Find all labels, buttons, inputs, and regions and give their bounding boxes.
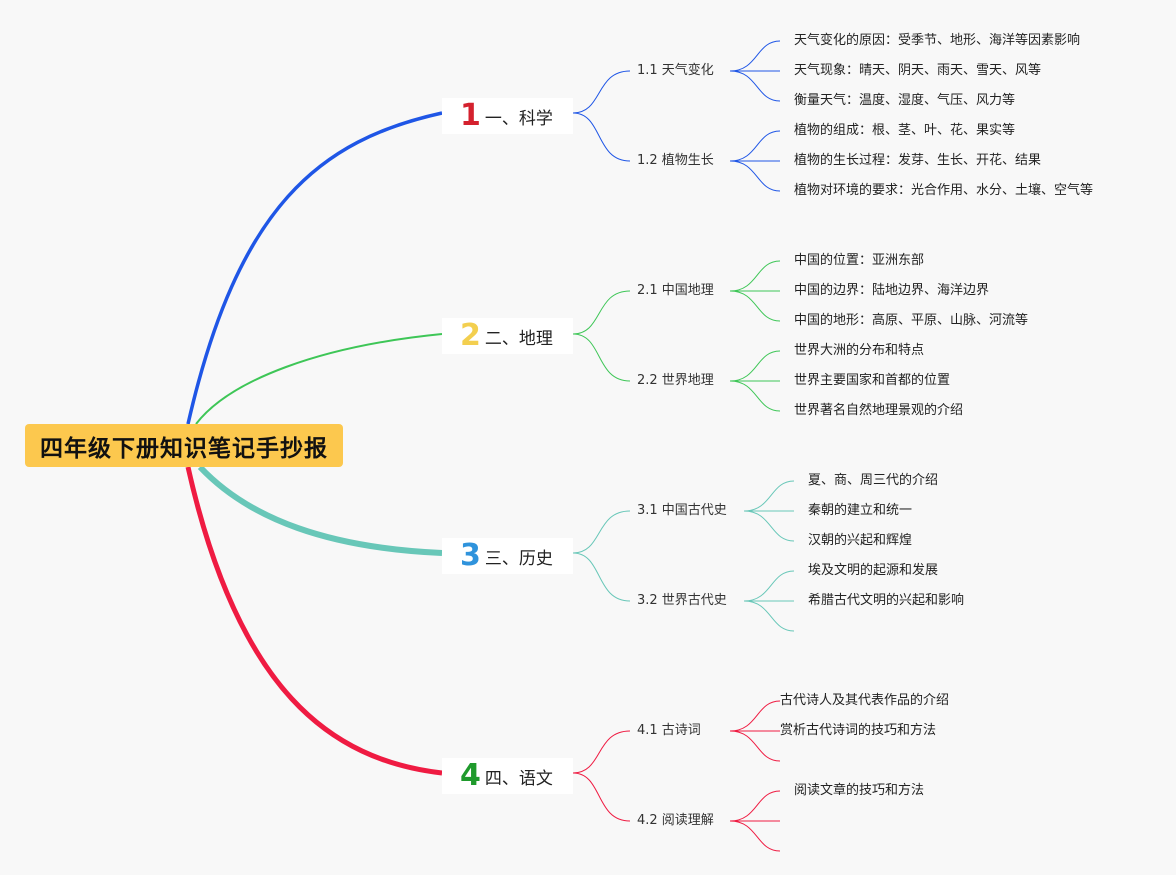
- leaf-connector: [743, 570, 795, 602]
- branch-connector-geography: [195, 333, 443, 425]
- leaf-connector: [729, 380, 781, 412]
- branch-connector-chinese: [185, 466, 443, 776]
- leaf-connector: [729, 160, 781, 192]
- leaf-item: 天气变化的原因：受季节、地形、海洋等因素影响: [794, 33, 1081, 48]
- leaf-connector: [729, 820, 781, 852]
- subtopic-4-1: 4.1 古诗词: [637, 723, 701, 738]
- leaf-item: 埃及文明的起源和发展: [808, 563, 939, 578]
- root-title: 四年级下册知识笔记手抄报: [40, 435, 328, 462]
- branch-geography: 2 二、地理: [442, 318, 573, 354]
- branch-connector-history: [197, 464, 443, 556]
- leaf-item: 衡量天气：温度、湿度、气压、风力等: [794, 93, 1016, 108]
- leaf-connector: [743, 480, 795, 512]
- leaf-item: 赏析古代诗词的技巧和方法: [780, 723, 937, 738]
- leaf-connector: [729, 70, 781, 102]
- subtopic-4-2: 4.2 阅读理解: [637, 813, 714, 828]
- leaf-connector: [729, 260, 781, 292]
- leaf-item: 世界著名自然地理景观的介绍: [794, 403, 964, 418]
- branch-number: 3: [460, 538, 481, 573]
- leaf-item: 植物的生长过程：发芽、生长、开花、结果: [794, 153, 1042, 168]
- subtopic-connector: [572, 333, 631, 382]
- leaf-item: 汉朝的兴起和辉煌: [808, 533, 913, 548]
- subtopic-3-1: 3.1 中国古代史: [637, 503, 727, 518]
- branch-chinese: 4 四、语文: [442, 758, 573, 794]
- leaf-connector: [729, 350, 781, 382]
- leaf-item: 希腊古代文明的兴起和影响: [808, 593, 965, 608]
- leaf-connector: [729, 700, 781, 732]
- subtopic-connector: [572, 510, 631, 554]
- leaf-item: 夏、商、周三代的介绍: [808, 473, 939, 488]
- subtopic-1-2: 1.2 植物生长: [637, 153, 714, 168]
- branch-number: 4: [460, 758, 481, 793]
- leaf-item: 阅读文章的技巧和方法: [794, 783, 925, 798]
- branch-number: 1: [460, 98, 481, 133]
- leaf-item: 植物的组成：根、茎、叶、花、果实等: [794, 123, 1016, 138]
- branch-number: 2: [460, 318, 481, 353]
- subtopic-1-1: 1.1 天气变化: [637, 63, 714, 78]
- leaf-connector: [729, 790, 781, 822]
- leaf-item: 中国的位置：亚洲东部: [794, 253, 925, 268]
- leaf-connector: [729, 730, 781, 762]
- subtopic-connector: [572, 730, 631, 774]
- subtopic-connector: [572, 70, 631, 114]
- leaf-item: 世界大洲的分布和特点: [794, 343, 925, 358]
- branch-connector-science: [186, 111, 443, 425]
- subtopic-3-2: 3.2 世界古代史: [637, 593, 727, 608]
- leaf-connector: [729, 290, 781, 322]
- branch-label: 三、历史: [484, 548, 553, 569]
- leaf-item: 世界主要国家和首都的位置: [794, 373, 951, 388]
- leaf-connector: [743, 600, 795, 632]
- leaf-connector: [729, 40, 781, 72]
- leaf-item: 植物对环境的要求：光合作用、水分、土壤、空气等: [794, 183, 1094, 198]
- subtopic-2-2: 2.2 世界地理: [637, 373, 714, 388]
- subtopic-connector: [572, 290, 631, 335]
- subtopic-2-1: 2.1 中国地理: [637, 283, 714, 298]
- leaf-item: 中国的边界：陆地边界、海洋边界: [794, 283, 990, 298]
- branch-history: 3 三、历史: [442, 538, 573, 574]
- branch-label: 四、语文: [484, 768, 553, 789]
- branch-science: 1 一、科学: [442, 98, 573, 134]
- leaf-item: 古代诗人及其代表作品的介绍: [780, 693, 950, 708]
- leaf-item: 天气现象：晴天、阴天、雨天、雪天、风等: [794, 63, 1042, 78]
- leaf-connector: [729, 130, 781, 162]
- subtopic-connector: [572, 772, 631, 822]
- leaf-item: 秦朝的建立和统一: [808, 503, 913, 518]
- leaf-connector: [743, 510, 795, 542]
- leaf-item: 中国的地形：高原、平原、山脉、河流等: [794, 313, 1029, 328]
- root-title-box: 四年级下册知识笔记手抄报: [25, 424, 343, 467]
- subtopic-connector: [572, 112, 631, 162]
- subtopic-connector: [572, 552, 631, 602]
- branch-label: 二、地理: [484, 328, 553, 349]
- branch-label: 一、科学: [484, 108, 553, 129]
